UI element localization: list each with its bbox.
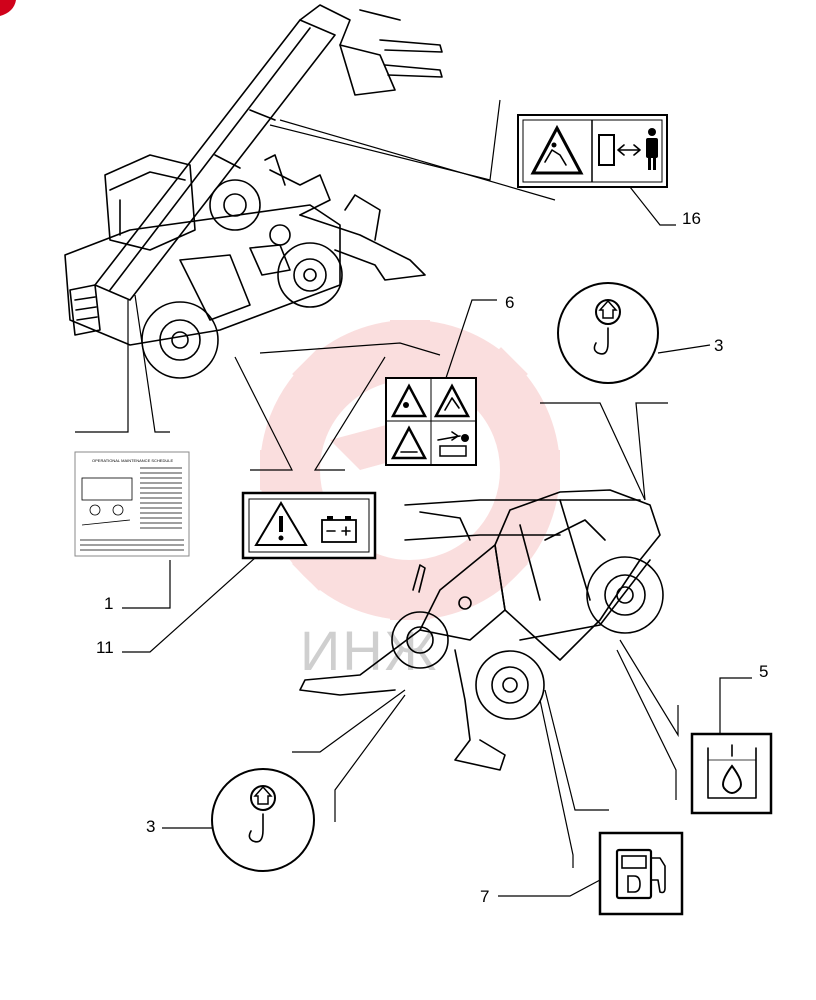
callout-5: 5	[759, 662, 768, 681]
callout-7: 7	[480, 887, 489, 906]
watermark-gear-logo	[260, 320, 560, 620]
bottom-machine-leaders	[292, 639, 679, 868]
diesel-fuel-icon	[615, 848, 666, 900]
callout-16: 16	[682, 209, 701, 228]
decal-5-oil-level	[690, 732, 773, 815]
leader-1	[122, 560, 171, 609]
maintenance-schedule-title: OPERATIONAL MAINTENANCE SCHEDULE	[92, 458, 173, 463]
lift-hook-icon	[593, 299, 621, 355]
decal-7-diesel-fuel	[598, 831, 684, 916]
leader-6	[445, 299, 497, 379]
crush-warning-icon	[530, 124, 584, 175]
top-machine-leaders	[75, 99, 556, 433]
decal-1-maintenance-schedule: OPERATIONAL MAINTENANCE SCHEDULE	[74, 451, 190, 557]
leader-5	[719, 677, 752, 734]
lift-hook-icon	[248, 785, 276, 843]
oil-level-icon	[707, 744, 757, 799]
keep-distance-icon	[598, 128, 658, 170]
leader-16	[629, 186, 676, 226]
decal-6-safety-panel	[385, 377, 477, 466]
callout-3-bottom: 3	[146, 817, 155, 836]
corner-badge	[0, 0, 16, 16]
callout-1: 1	[104, 594, 113, 613]
lift-point-decal-top	[557, 282, 659, 384]
lift-point-decal-bottom	[211, 768, 315, 872]
leader-11	[122, 557, 256, 653]
decal-16-warning	[517, 114, 668, 188]
telehandler-bottom-view	[299, 489, 664, 771]
diagram-pointer-lines	[234, 342, 668, 501]
leader-7	[498, 879, 601, 897]
safety-warnings-panel-icon	[390, 383, 471, 460]
watermark-text: ИНЖ	[300, 619, 438, 682]
telehandler-top-view	[64, 4, 443, 379]
leader-3-top	[657, 344, 711, 354]
callout-3-top: 3	[714, 336, 723, 355]
battery-warning-icon	[254, 501, 357, 546]
callout-11: 11	[96, 638, 114, 657]
callout-6: 6	[505, 293, 514, 312]
decal-11-battery-warning	[241, 491, 377, 560]
